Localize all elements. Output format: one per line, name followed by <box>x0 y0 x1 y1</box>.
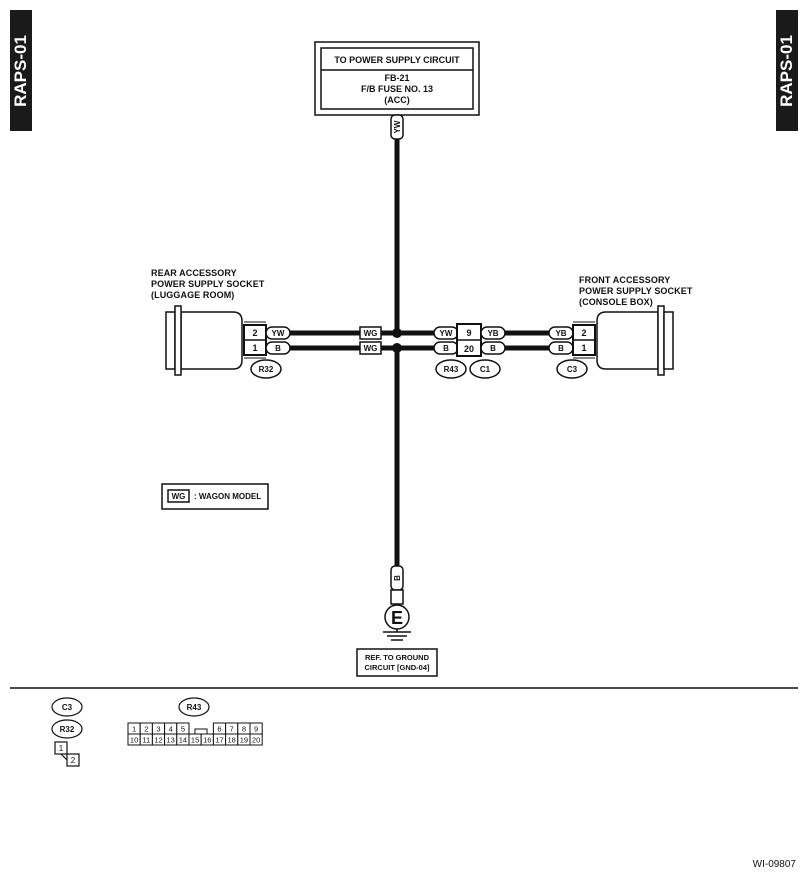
ground-tag-b-label: B <box>393 575 402 581</box>
legend-text: : WAGON MODEL <box>194 492 261 501</box>
tag-yw-vertical-label: YW <box>393 120 402 133</box>
rear-pin-2: 2 <box>252 328 257 338</box>
r43-pin-label: 10 <box>130 736 138 745</box>
tag-rear-b <box>265 341 291 355</box>
r43-pin-label: 19 <box>240 736 248 745</box>
r43-pin-label: 15 <box>191 736 199 745</box>
r43-pin-label: 13 <box>167 736 175 745</box>
splice-bottom <box>392 343 402 353</box>
view-r43-label: R43 <box>187 703 202 712</box>
r43-pin-label: 6 <box>217 725 221 734</box>
r43-pin-label: 4 <box>169 725 173 734</box>
diagram-texts: TO POWER SUPPLY CIRCUIT FB-21 F/B FUSE N… <box>59 55 587 765</box>
r43-pin-cell <box>249 733 263 746</box>
rear-socket <box>165 305 282 379</box>
rear-socket-label: REAR ACCESSORY POWER SUPPLY SOCKET (LUGG… <box>151 268 264 301</box>
power-supply-heading: TO POWER SUPPLY CIRCUIT <box>334 55 460 65</box>
r43-pin-label: 8 <box>242 725 246 734</box>
tag-rear-b-label: B <box>275 344 281 353</box>
mid-pin-20: 20 <box>464 344 474 354</box>
legend-box <box>161 483 269 510</box>
tag-yw-vertical <box>390 114 404 140</box>
ground-symbol-letter: E <box>391 608 403 628</box>
front-socket-label-line-2: POWER SUPPLY SOCKET <box>579 286 693 296</box>
r43-pin-label: 17 <box>215 736 223 745</box>
wg-marker-bottom-label: WG <box>364 344 378 353</box>
power-supply-line-3: (ACC) <box>384 95 410 105</box>
r43-pin-grid <box>127 722 263 746</box>
connector-view-shapes <box>51 697 210 767</box>
power-supply-line-2: F/B FUSE NO. 13 <box>361 84 433 94</box>
r43-pin-label: 3 <box>156 725 160 734</box>
tag-rear-yw <box>265 326 291 340</box>
view-r32-pin-2: 2 <box>71 756 76 765</box>
front-connector-id: C3 <box>567 365 578 374</box>
figure-id: WI-09807 <box>752 859 796 870</box>
front-socket-label-line-3: (CONSOLE BOX) <box>579 297 653 307</box>
legend-symbol: WG <box>172 492 186 501</box>
tag-rear-yw-label: YW <box>272 329 285 338</box>
ground-symbol <box>356 565 438 677</box>
rear-connector-id: R32 <box>259 365 274 374</box>
r43-pin-label: 7 <box>230 725 234 734</box>
ground-ref-line-1: REF. TO GROUND <box>365 653 430 662</box>
r43-pin-label: 2 <box>144 725 148 734</box>
rear-pin-1: 1 <box>252 343 257 353</box>
rear-socket-label-line-1: REAR ACCESSORY <box>151 268 237 278</box>
r43-pin-label: 14 <box>179 736 187 745</box>
r43-pin-label: 12 <box>154 736 162 745</box>
r43-pin-label: 16 <box>203 736 211 745</box>
r43-pin-label: 18 <box>228 736 236 745</box>
front-pin-1: 1 <box>581 343 586 353</box>
view-r32-pin-1: 1 <box>59 744 64 753</box>
r43-pin-label: 11 <box>142 736 150 745</box>
page-id-tab-right: RAPS-01 <box>776 10 798 131</box>
mid-connector <box>433 323 506 379</box>
mid-tag-b2-label: B <box>490 344 496 353</box>
splice-top <box>392 328 402 338</box>
view-c3-label: C3 <box>62 703 73 712</box>
rear-socket-label-line-3: (LUGGAGE ROOM) <box>151 290 235 300</box>
front-tag-yb-label: YB <box>555 329 566 338</box>
mid-tag-yb-label: YB <box>487 329 498 338</box>
view-r32-label: R32 <box>60 725 75 734</box>
power-supply-line-1: FB-21 <box>384 73 409 83</box>
r43-pin-label: 5 <box>181 725 185 734</box>
front-socket-label-line-1: FRONT ACCESSORY <box>579 275 671 285</box>
connector-r43-id: R43 <box>444 365 459 374</box>
r43-pin-label: 1 <box>132 725 136 734</box>
ground-ref-line-2: CIRCUIT [GND-04] <box>365 663 431 672</box>
r43-pin-label: 20 <box>252 736 260 745</box>
front-pin-2: 2 <box>581 328 586 338</box>
wires <box>290 128 549 572</box>
mid-pin-9: 9 <box>466 328 471 338</box>
front-socket-label: FRONT ACCESSORY POWER SUPPLY SOCKET (CON… <box>579 275 692 308</box>
page-id-tab-left: RAPS-01 <box>10 10 32 131</box>
wg-marker-top-label: WG <box>364 329 378 338</box>
front-socket <box>548 305 674 379</box>
rear-socket-label-line-2: POWER SUPPLY SOCKET <box>151 279 265 289</box>
mid-tag-yw-label: YW <box>440 329 453 338</box>
mid-tag-b-label: B <box>443 344 449 353</box>
wg-marker-top <box>359 326 382 340</box>
r43-pin-label: 9 <box>254 725 258 734</box>
front-tag-b-label: B <box>558 344 564 353</box>
connector-c1-id: C1 <box>480 365 491 374</box>
wg-marker-bottom <box>359 341 382 355</box>
